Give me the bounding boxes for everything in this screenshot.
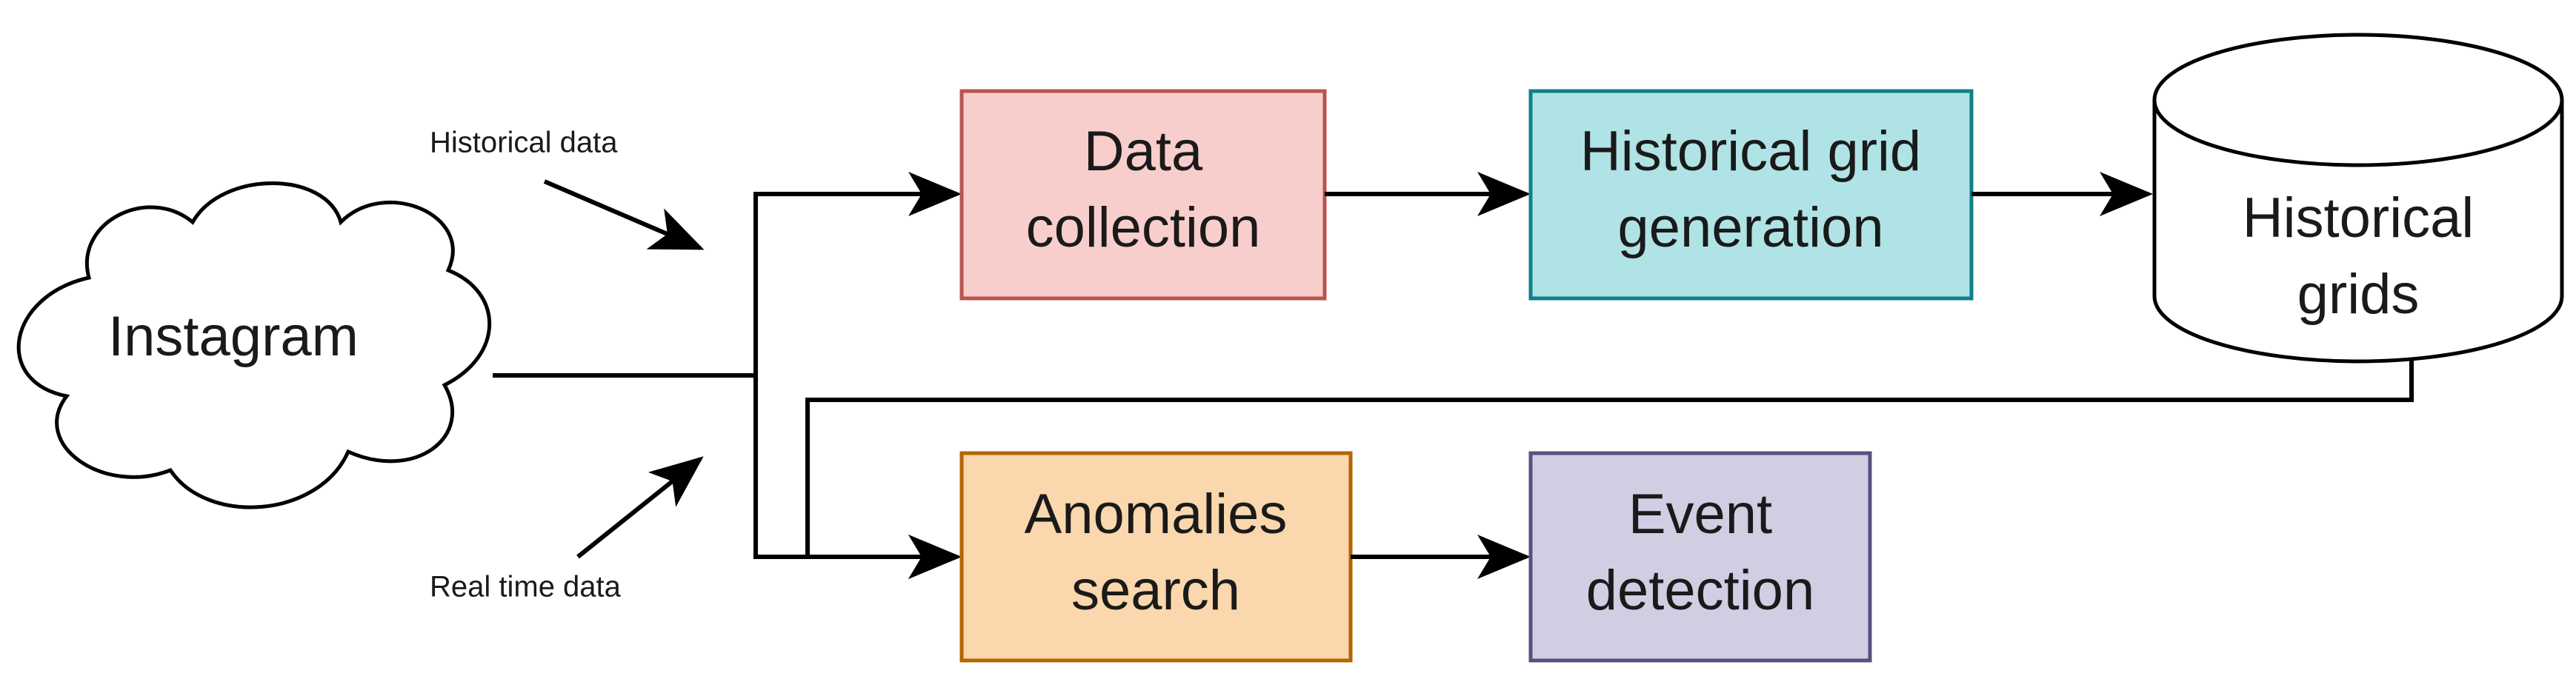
data-collection-label-line2: collection — [1026, 196, 1261, 259]
cloud-shape — [16, 181, 492, 509]
event-detection-box — [1528, 451, 1872, 663]
instagram-label: Instagram — [108, 305, 359, 368]
data-collection-node: Data collection — [959, 89, 1327, 301]
anomalies-search-label-line1: Anomalies — [1025, 483, 1288, 546]
data-collection-label-line1: Data — [1084, 120, 1203, 183]
event-detection-label-line2: detection — [1586, 559, 1814, 622]
real-time-data-arrow — [576, 456, 704, 559]
event-detection-node: Event detection — [1528, 451, 1872, 663]
anomalies-search-node: Anomalies search — [959, 451, 1353, 663]
historical-grids-node: Historical grids — [2152, 33, 2564, 364]
historical-grid-generation-label-line1: Historical grid — [1580, 120, 1921, 183]
edge-instagram-to-data-collection — [493, 172, 962, 378]
anomalies-search-label-line2: search — [1071, 559, 1240, 622]
edge-historical-grids-to-anomalies-search — [805, 361, 2414, 579]
instagram-node: Instagram — [16, 181, 492, 509]
historical-data-label: Historical data — [430, 127, 618, 159]
data-collection-box — [959, 89, 1327, 301]
event-detection-label-line1: Event — [1628, 483, 1772, 546]
historical-grids-cylinder-body — [2152, 100, 2564, 364]
historical-grids-label-line2: grids — [2297, 263, 2420, 326]
historical-grid-generation-label-line2: generation — [1617, 196, 1883, 259]
historical-grid-generation-box — [1528, 89, 1974, 301]
edge-instagram-to-anomalies-search — [753, 375, 962, 579]
historical-grid-generation-node: Historical grid generation — [1528, 89, 1974, 301]
real-time-data-label: Real time data — [430, 571, 622, 603]
historical-grids-cylinder-top — [2152, 33, 2564, 167]
historical-data-arrow — [543, 179, 705, 250]
anomalies-search-box — [959, 451, 1353, 663]
historical-grids-label-line1: Historical — [2243, 187, 2475, 250]
